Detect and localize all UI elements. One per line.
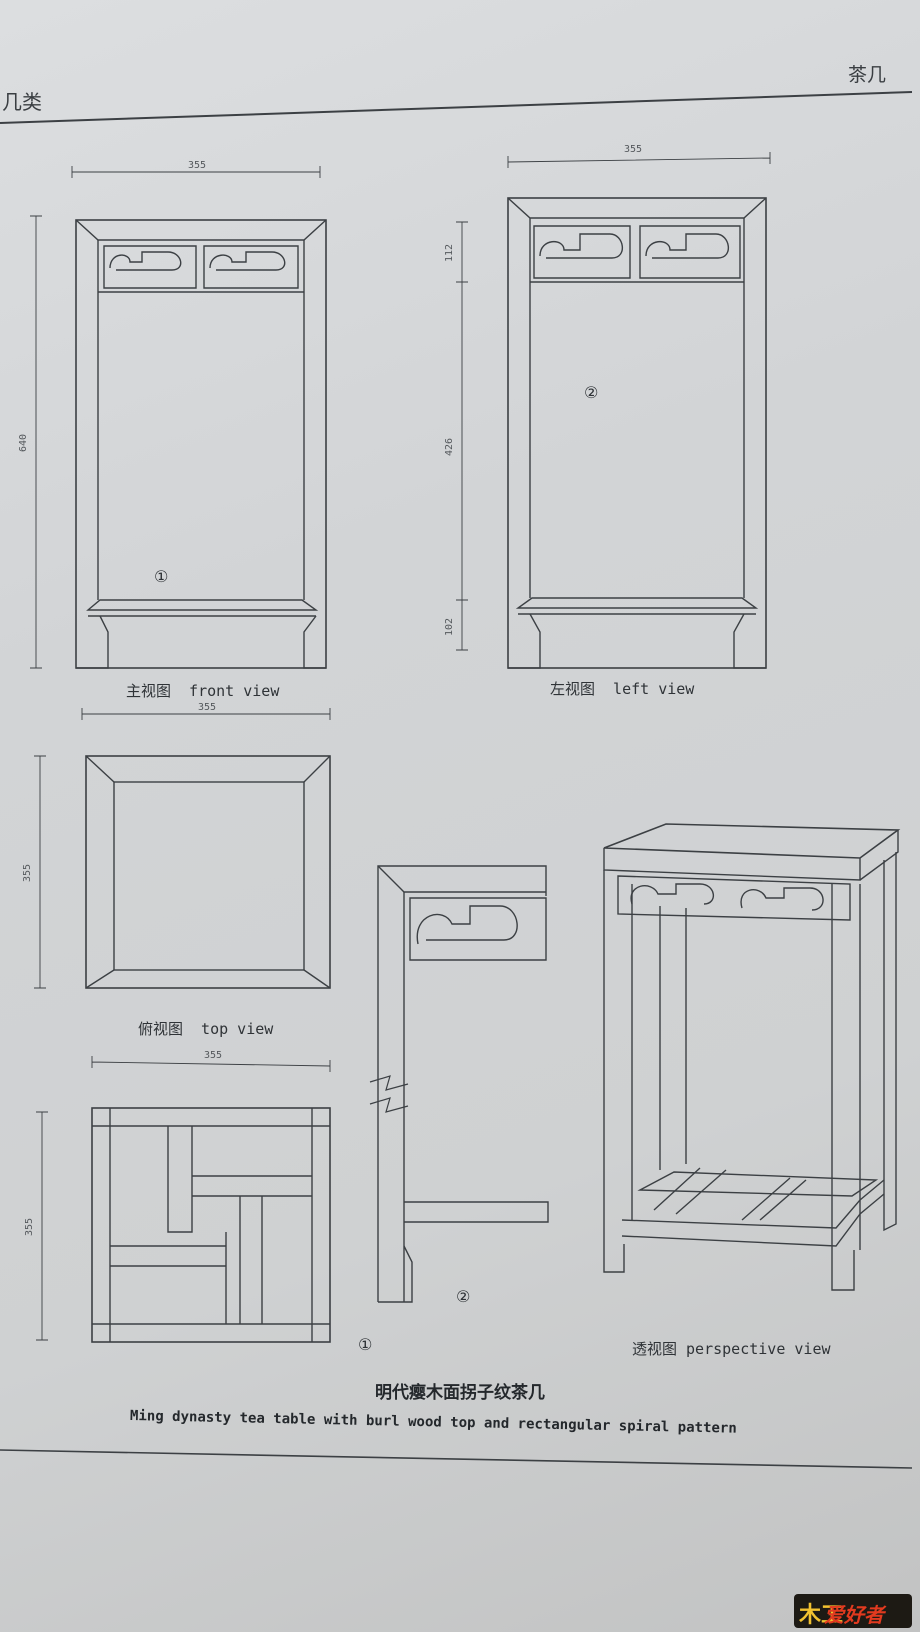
joint-detail-drawing xyxy=(369,865,549,1303)
dim-bottom-depth: 355 xyxy=(24,1218,35,1236)
caption-front-view: 主视图 front view xyxy=(126,682,280,700)
caption-perspective-view: 透视图 perspective view xyxy=(632,1340,831,1358)
part-marker-left: ② xyxy=(584,383,598,402)
drawing-title-zh: 明代瘿木面拐子纹茶几 xyxy=(375,1383,545,1403)
left-view-drawing xyxy=(507,197,767,669)
page-header-left: 几类 xyxy=(2,90,42,114)
front-view-drawing xyxy=(75,219,327,669)
footer-rule xyxy=(0,1449,913,1469)
bottom-view-drawing xyxy=(91,1107,331,1343)
dim-left-apron: 112 xyxy=(444,244,455,262)
page-header-right: 茶几 xyxy=(847,64,886,86)
dim-bottom-width: 355 xyxy=(204,1050,222,1061)
dim-top-depth: 355 xyxy=(22,864,33,882)
watermark-text: 爱好者 xyxy=(824,1603,884,1627)
caption-top-view: 俯视图 top view xyxy=(138,1020,274,1038)
caption-left-view: 左视图 left view xyxy=(550,680,695,698)
part-marker-front: ① xyxy=(154,567,168,586)
part-marker-detail-one: ① xyxy=(358,1335,372,1354)
part-marker-detail-two: ② xyxy=(456,1287,470,1306)
dim-front-width: 355 xyxy=(188,160,206,171)
dim-top-width: 355 xyxy=(198,702,216,713)
header-rule xyxy=(0,91,913,124)
watermark-logo: 木工 爱好者 xyxy=(794,1594,912,1628)
perspective-view-drawing xyxy=(603,823,901,1291)
top-view-drawing xyxy=(85,755,331,989)
dim-left-bottom: 102 xyxy=(444,618,455,636)
dim-front-height: 640 xyxy=(18,434,29,452)
dim-left-width: 355 xyxy=(624,144,642,155)
watermark-mark: 木工 xyxy=(799,1603,844,1628)
dim-left-middle: 426 xyxy=(444,438,455,456)
